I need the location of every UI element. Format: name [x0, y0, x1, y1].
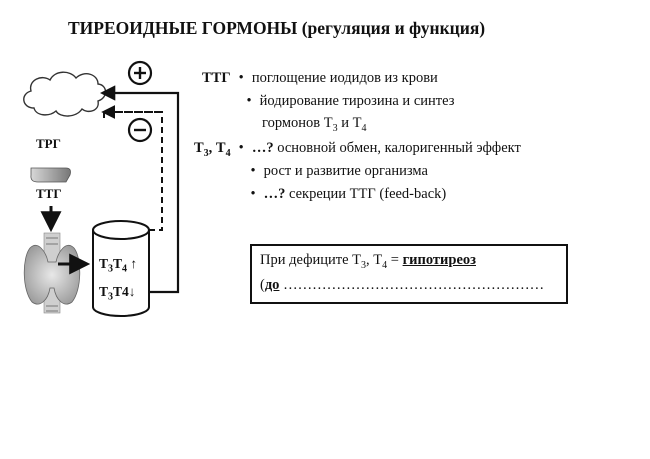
- t3t4-item-1-question: …?: [251, 140, 274, 156]
- pituitary-icon: [30, 167, 71, 183]
- bullet: •: [250, 163, 256, 179]
- t3t4-item-3: секреции ТТГ (feed-back): [289, 186, 447, 202]
- thyroid-gland-icon: [23, 232, 81, 314]
- bullet: •: [246, 93, 252, 109]
- cylinder-t3t4-up: Т3Т4 ↑: [99, 256, 138, 275]
- box-dots: ………………………………………………: [283, 277, 545, 293]
- hypothalamus-cloud-icon: [23, 71, 107, 117]
- t3t4-item-2: рост и развитие организма: [263, 163, 428, 179]
- t3t4-line-3: • …? секреции ТТГ (feed-back): [246, 186, 446, 203]
- t3t4-head: Т3, Т4: [194, 140, 231, 159]
- t3t4-item-1: основной обмен, калоригенный эффект: [277, 140, 521, 156]
- trg-label: ТРГ: [36, 136, 61, 151]
- t3t4-line-2: • рост и развитие организма: [246, 163, 428, 180]
- positive-regulation-line: [99, 85, 180, 294]
- ttg-item-1: поглощение иодидов из крови: [251, 70, 438, 86]
- blood-cylinder-icon: [92, 220, 150, 317]
- ttg-item-2: йодирование тирозина и синтез: [259, 93, 455, 109]
- ttg-line-1: ТТГ • поглощение иодидов из крови: [202, 70, 438, 87]
- bullet: •: [238, 70, 244, 86]
- ttg-head: ТТГ: [202, 70, 231, 86]
- box-term-do: до: [264, 277, 280, 293]
- bullet: •: [238, 140, 244, 156]
- cylinder-t3t4-down: Т3Т4↓: [99, 284, 136, 303]
- box-line-1: При дефиците Т3, Т4 = гипотиреоз: [260, 252, 476, 271]
- box-line-2: (до ………………………………………………: [260, 277, 544, 294]
- page-title: ТИРЕОИДНЫЕ ГОРМОНЫ (регуляция и функция): [68, 18, 486, 38]
- box-paren: (: [260, 277, 265, 293]
- t3t4-item-3-question: …?: [263, 186, 286, 202]
- hypothyroidism-box: При дефиците Т3, Т4 = гипотиреоз (до …………: [250, 244, 568, 304]
- box-prefix: При дефиците Т3, Т4 =: [260, 252, 399, 271]
- bullet: •: [250, 186, 256, 202]
- t3t4-line-1: Т3, Т4 • …? основной обмен, калоригенный…: [194, 140, 521, 159]
- ttg-label: ТТГ: [36, 186, 62, 201]
- box-term-hypothyroidism: гипотиреоз: [402, 252, 476, 268]
- ttg-item-2-cont: гормонов Т3 и Т4: [262, 115, 367, 134]
- ttg-line-2: • йодирование тирозина и синтез: [242, 93, 454, 110]
